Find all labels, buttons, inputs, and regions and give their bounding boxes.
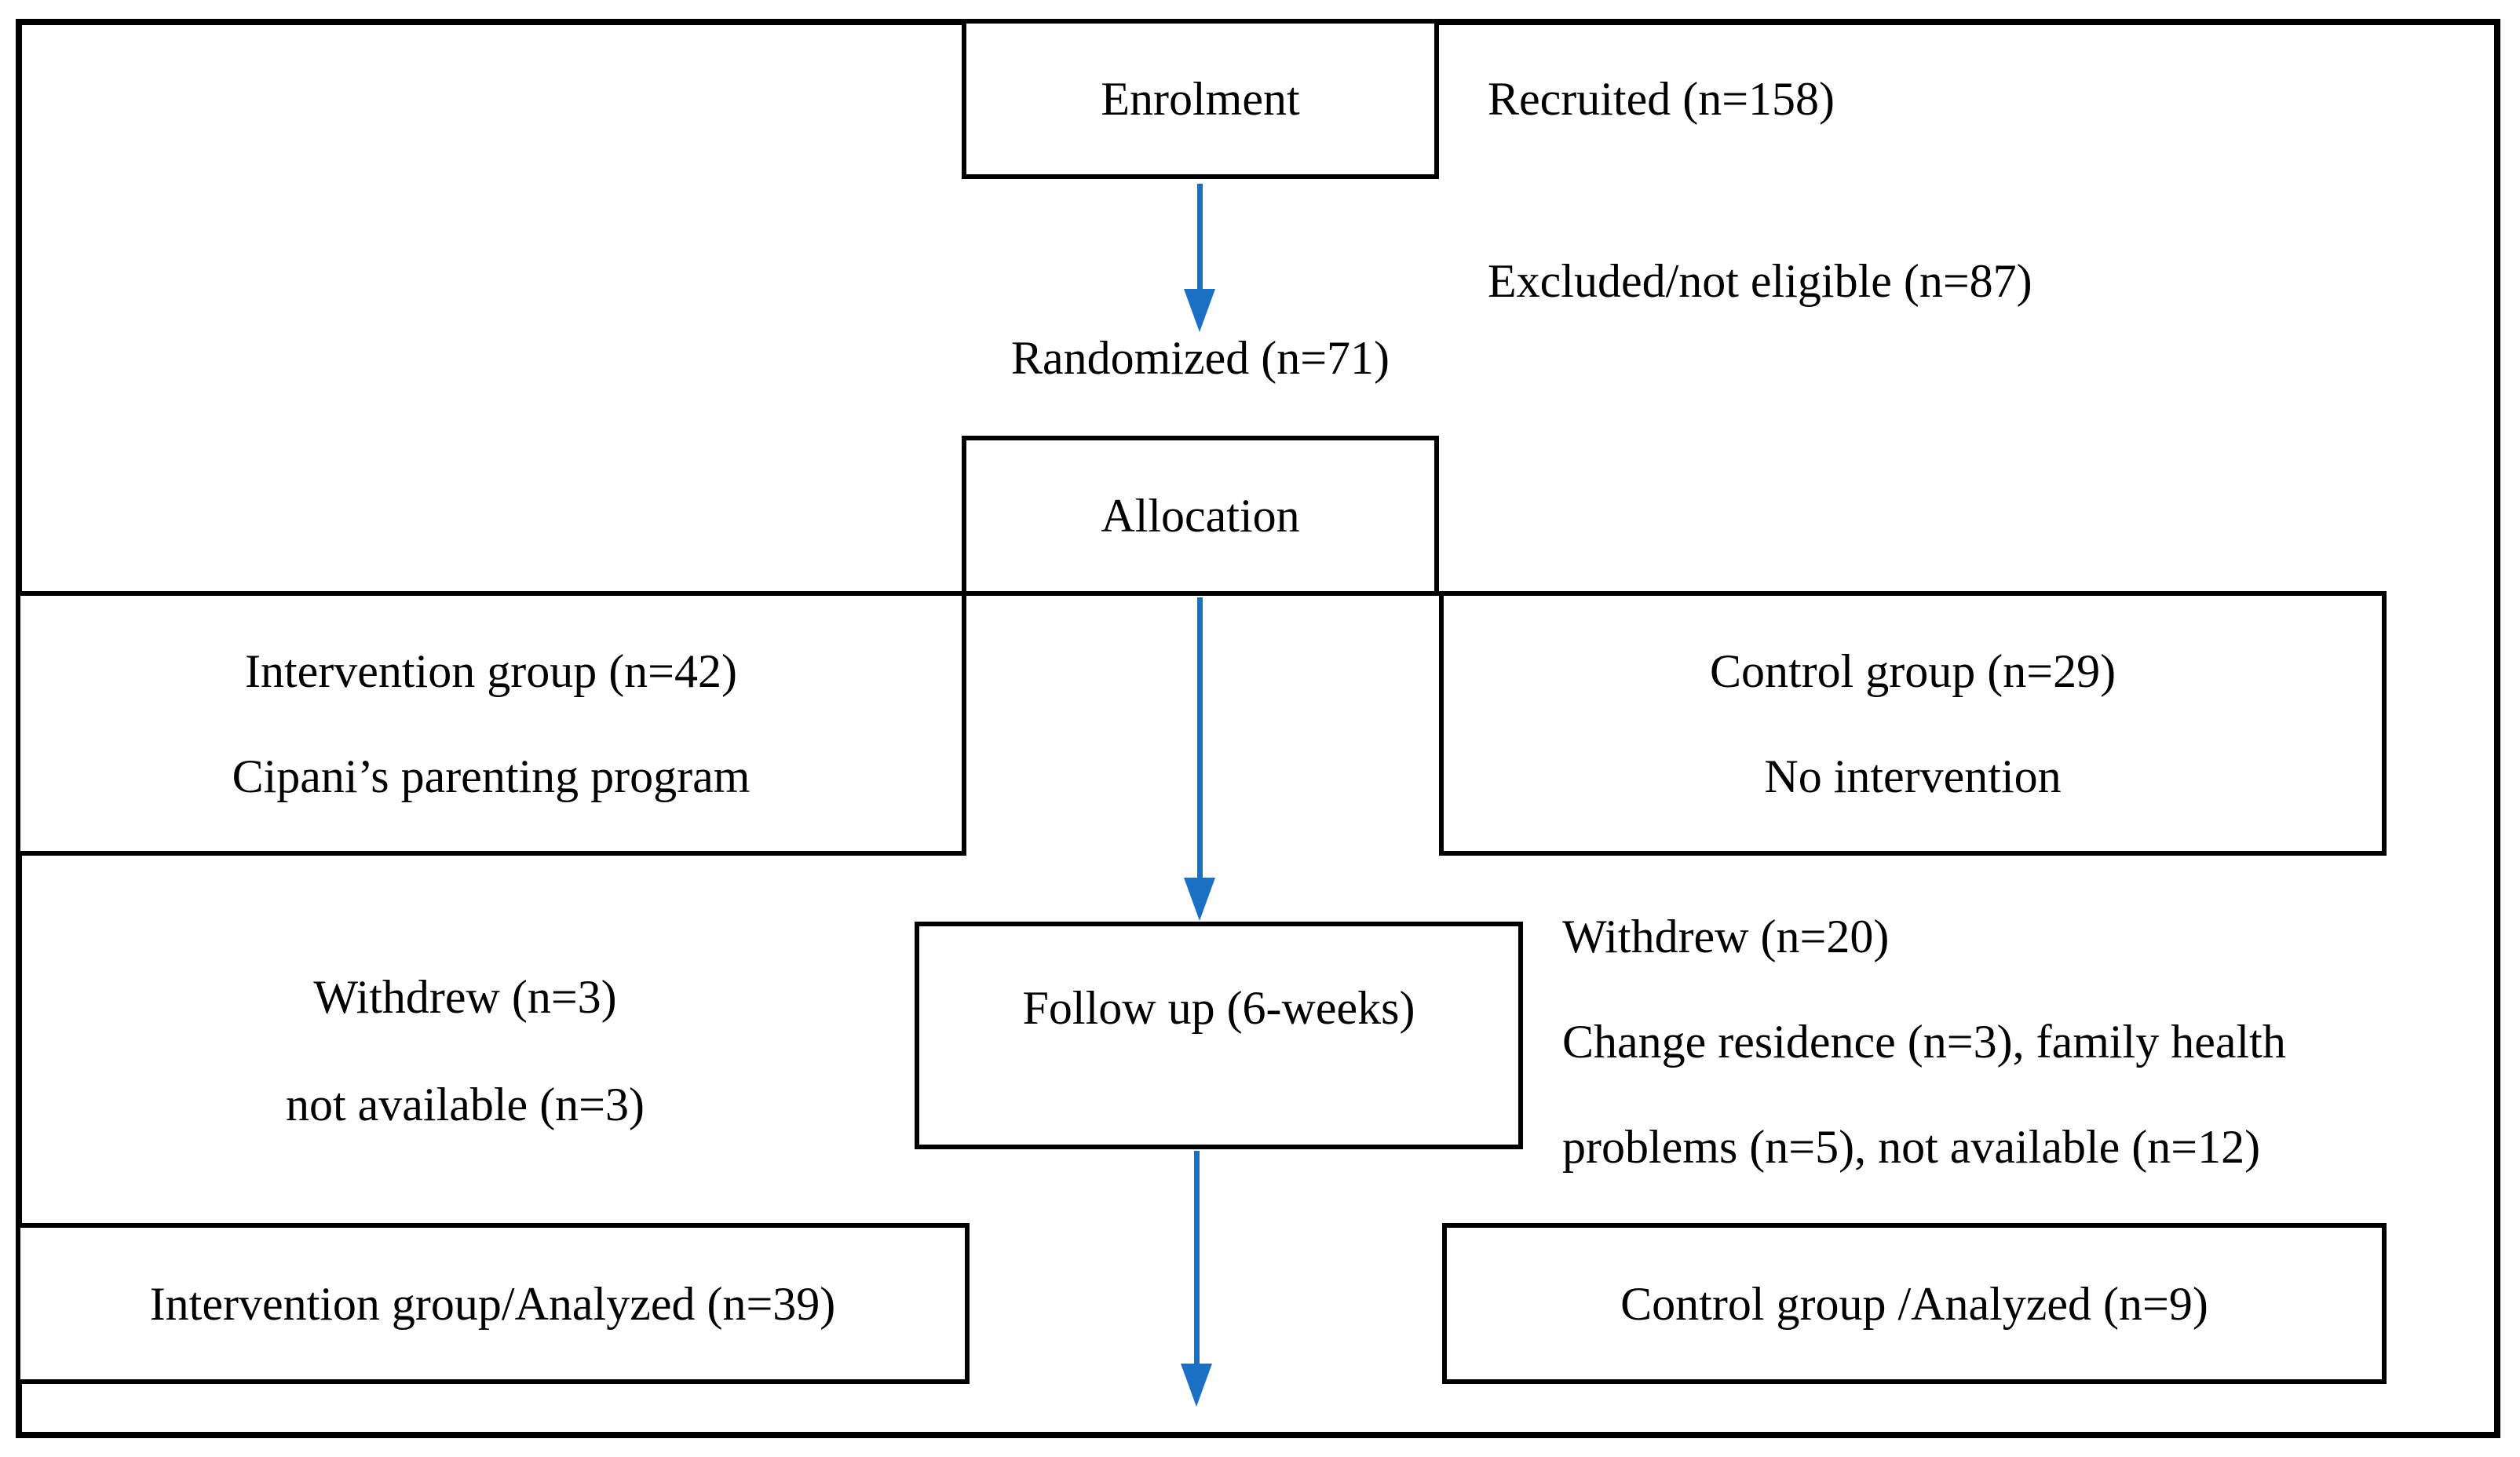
withdrew-left-line2: not available (n=3) [285, 1079, 645, 1130]
randomized-label: Randomized (n=71) [1010, 332, 1390, 384]
intervention-group-box: Intervention group (n=42) Cipani’s paren… [16, 591, 966, 856]
analyzed-intervention-label: Intervention group/Analyzed (n=39) [149, 1277, 836, 1330]
followup-label: Follow up (6-weeks) [1022, 982, 1415, 1034]
intervention-group-label: Intervention group (n=42) [244, 645, 737, 697]
recruited-label: Recruited (n=158) [1488, 73, 1835, 125]
arrow-down-icon [1184, 289, 1215, 332]
analyzed-control-label: Control group /Analyzed (n=9) [1620, 1277, 2208, 1330]
arrow-line [1197, 597, 1203, 878]
followup-box: Follow up (6-weeks) [915, 922, 1523, 1149]
withdrew-right-block: Withdrew (n=20) Change residence (n=3), … [1562, 905, 2286, 1178]
arrow-line [1194, 1151, 1200, 1364]
allocation-label: Allocation [1101, 490, 1300, 542]
arrow-line [1197, 184, 1203, 290]
analyzed-control-box: Control group /Analyzed (n=9) [1442, 1223, 2387, 1384]
withdrew-right-line2: Change residence (n=3), family health [1562, 1016, 2286, 1068]
allocation-box: Allocation [962, 436, 1439, 596]
control-no-intervention-label: No intervention [1764, 750, 2062, 802]
withdrew-left-block: Withdrew (n=3) not available (n=3) [16, 966, 915, 1136]
enrolment-label: Enrolment [1101, 73, 1300, 125]
analyzed-intervention-box: Intervention group/Analyzed (n=39) [16, 1223, 970, 1384]
control-group-label: Control group (n=29) [1709, 645, 2116, 697]
excluded-label: Excluded/not eligible (n=87) [1488, 255, 2032, 307]
control-group-box: Control group (n=29) No intervention [1439, 591, 2387, 856]
withdrew-right-line3: problems (n=5), not available (n=12) [1562, 1121, 2261, 1173]
arrow-down-icon [1181, 1364, 1212, 1407]
arrow-down-icon [1184, 878, 1215, 921]
intervention-program-label: Cipani’s parenting program [232, 750, 751, 802]
withdrew-right-line1: Withdrew (n=20) [1562, 911, 1890, 962]
enrolment-box: Enrolment [962, 19, 1439, 179]
withdrew-left-line1: Withdrew (n=3) [313, 971, 617, 1023]
